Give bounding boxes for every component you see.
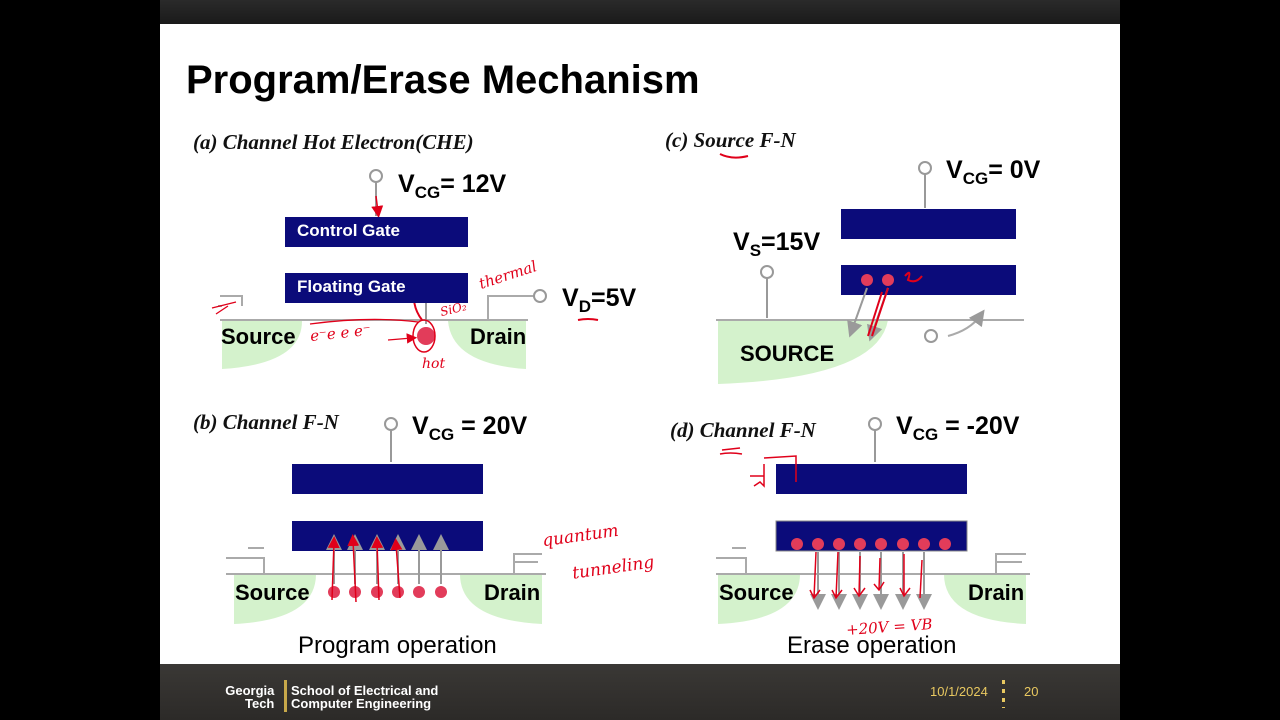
footer-separator [1002,680,1005,708]
slide-title: Program/Erase Mechanism [186,58,700,102]
slide-footer: Georgia Tech School of Electrical and Co… [160,664,1120,720]
source-label-a: Source [221,324,296,349]
drain-terminal-c [924,329,938,343]
panel-b-graphics [226,417,546,624]
panel-d-label: (d) Channel F-N [670,418,816,442]
cg-terminal-c [918,161,932,175]
vs-label-c: VS=15V [733,228,821,260]
panel-b-label: (b) Channel F-N [193,410,339,434]
panel-c-graphics [716,153,1024,384]
panel-d-graphics [716,417,1030,624]
source-region-a [222,321,302,369]
hot-electron-a [417,327,435,345]
source-region-b [234,574,316,624]
panel-c-label: (c) Source F-N [665,128,796,152]
vcg-value-b: = 20V [454,412,528,440]
source-label-d: Source [719,580,794,605]
school-name: School of Electrical and Computer Engine… [291,684,438,710]
vcg-label-d: VCG = -20V [896,412,1020,444]
drain-region-a [448,321,526,369]
floating-gate-b [292,521,483,551]
annotation-hot: hot [422,356,446,372]
vcg-label-c: VCG= 0V [946,156,1041,188]
program-caption: Program operation [298,632,497,659]
source-region-c [718,320,888,384]
cg-terminal-d [868,417,882,431]
drain-region-b [460,574,542,624]
control-gate-a: Control Gate [285,217,468,247]
floating-gate-d [775,520,968,552]
source-terminal-c [760,265,774,279]
panel-a-label: (a) Channel Hot Electron(CHE) [193,130,474,154]
cg-terminal-b [384,417,398,431]
vcg-label-a: VCG= 12V [398,170,507,202]
slide-number: 20 [1024,684,1039,699]
drain-region-d [944,574,1026,624]
floating-gate-a: Floating Gate [285,273,468,303]
source-region-d [718,574,800,624]
source-label-c: SOURCE [740,341,835,366]
drain-terminal-a [533,289,547,303]
control-gate-c [841,209,1016,239]
logo-divider [284,680,287,712]
control-gate-d [776,464,967,494]
logo-line-1: Georgia [225,683,275,698]
source-label-b: Source [235,580,310,605]
school-line-2: Computer Engineering [291,696,432,711]
slide: Program/Erase Mechanism [160,24,1120,664]
window-top-bar [160,0,1120,24]
drain-label-a: Drain [470,324,527,349]
vcg-label-b: VCG = 20V [412,412,528,444]
school-line-1: School of Electrical and [291,683,439,698]
slide-date: 10/1/2024 [930,684,988,699]
logo-line-2: Tech [245,696,275,711]
erase-caption: Erase operation [787,632,957,659]
drain-label-b: Drain [484,580,541,605]
vs-value-c: =15V [761,228,821,256]
diagram-graphics [211,153,1030,624]
cg-terminal-a [369,169,383,183]
vd-value-a: =5V [590,284,637,312]
vcg-value-c: = 0V [988,156,1041,184]
vcg-value-a: = 12V [440,170,507,198]
vd-label-a: VD=5V [562,284,637,316]
panel-a-graphics [211,169,599,369]
vcg-value-d: = -20V [938,412,1020,440]
georgia-tech-logo: Georgia Tech [221,684,274,710]
drain-label-d: Drain [968,580,1025,605]
control-gate-b [292,464,483,494]
